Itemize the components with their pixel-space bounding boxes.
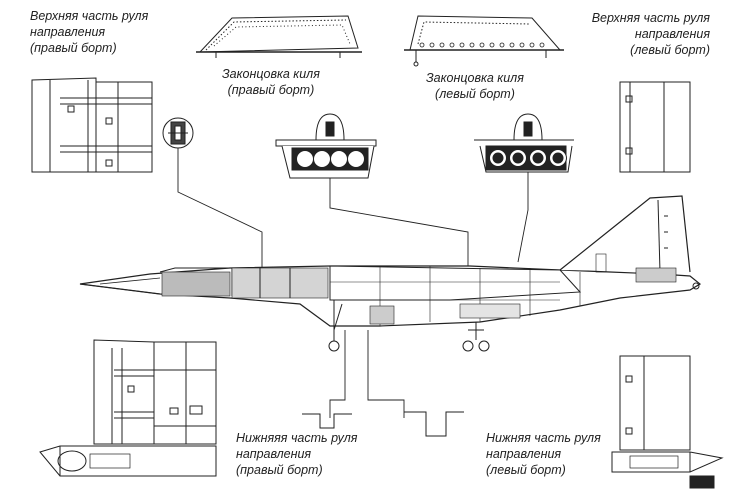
label-line: Верхняя часть руля — [591, 11, 710, 25]
label-line: (левый борт) — [435, 87, 515, 101]
upper-rudder-right-drawing — [31, 77, 153, 173]
round-cross-section-drawing — [162, 117, 194, 149]
fin-tip-left-drawing — [404, 15, 564, 67]
lower-rudder-right-drawing — [39, 339, 217, 477]
label-line: (правый борт) — [227, 83, 315, 97]
label-line: (левый борт) — [630, 43, 710, 57]
label-line: Нижняя часть руля — [486, 431, 601, 445]
upper-rudder-left-drawing — [619, 81, 691, 173]
label-fin-tip-left: Законцовка киля (левый борт) — [426, 70, 524, 102]
label-line: Законцовка киля — [426, 71, 524, 85]
label-line: Верхняя часть руля — [30, 9, 149, 23]
leader-lines — [177, 148, 529, 418]
label-lower-rudder-right: Нижняяя часть руля направления (правый б… — [236, 430, 357, 478]
label-lower-rudder-left: Нижняя часть руля направления (левый бор… — [486, 430, 601, 478]
label-line: направления — [236, 447, 312, 461]
label-line: (правый борт) — [30, 41, 117, 55]
label-upper-rudder-right: Верхняя часть руля направления (правый б… — [30, 8, 148, 56]
label-fin-tip-right: Законцовка киля (правый борт) — [222, 66, 320, 98]
aircraft-side-view — [79, 195, 702, 352]
label-line: Нижняяя часть руля — [236, 431, 358, 445]
label-line: (левый борт) — [486, 463, 566, 477]
lower-rudder-sections-drawing — [302, 411, 464, 437]
lower-rudder-left-drawing — [611, 355, 724, 489]
fin-tip-right-drawing — [196, 15, 362, 58]
label-line: (правый борт) — [236, 463, 323, 477]
label-line: Законцовка киля — [222, 67, 320, 81]
label-line: направления — [30, 25, 106, 39]
label-line: направления — [486, 447, 562, 461]
intake-section-right-drawing — [275, 113, 377, 179]
label-line: направления — [634, 27, 710, 41]
label-upper-rudder-left: Верхняя часть руля направления (левый бо… — [592, 10, 710, 58]
intake-section-left-drawing — [474, 113, 574, 173]
